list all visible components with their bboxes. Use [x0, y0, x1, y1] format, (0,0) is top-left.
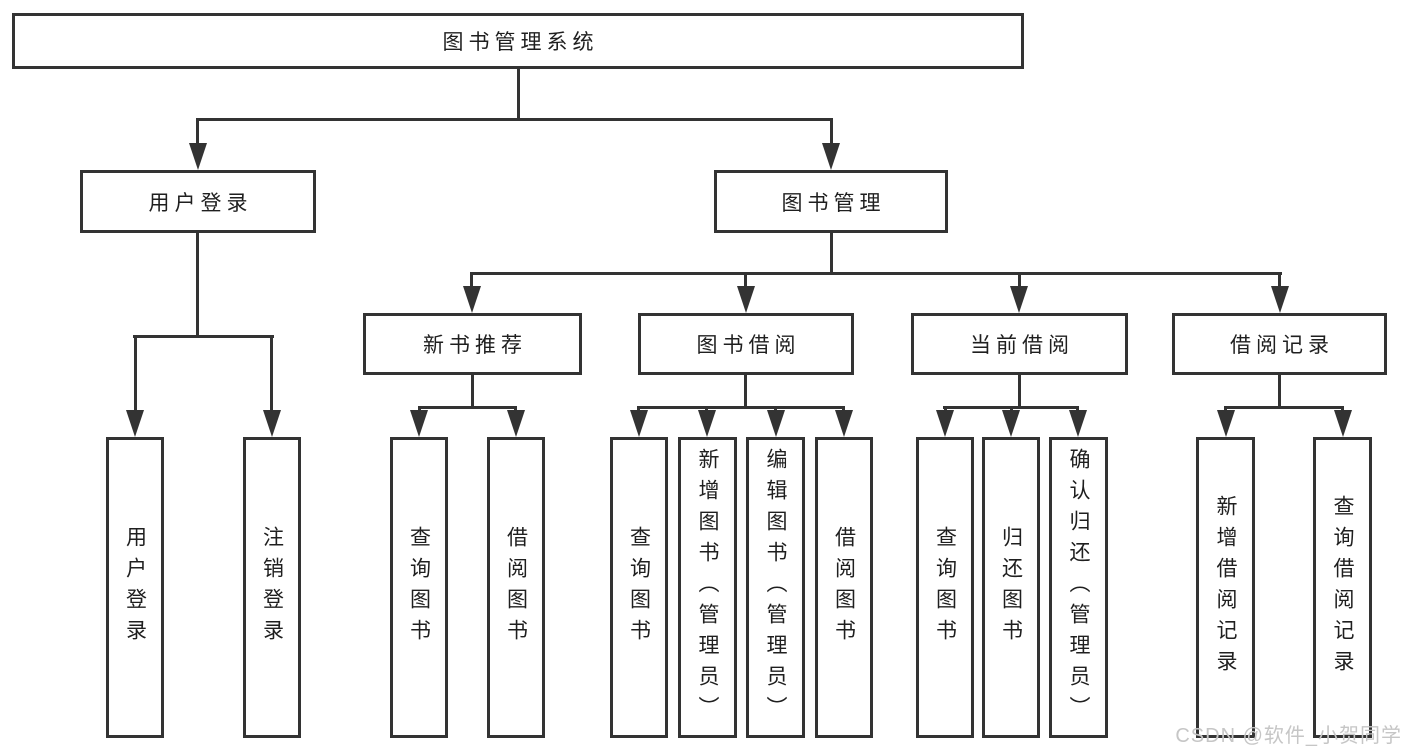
node-label: 注销登录	[260, 525, 284, 650]
leaf-add-borrow-record: 新增借阅记录	[1196, 437, 1255, 738]
connector-arrowhead-down	[1002, 410, 1020, 437]
watermark: CSDN @软件_小贺同学	[1175, 725, 1402, 747]
node-label: 图书管理系统	[442, 31, 599, 54]
node-label: 借阅记录	[1230, 334, 1334, 357]
leaf-add-book-admin: 新增图书（管理员）	[678, 437, 737, 738]
node-label: 查询图书	[933, 525, 957, 650]
connector-user-login-hline	[133, 335, 274, 338]
connector-borrowrecords-trunk	[1278, 375, 1281, 409]
connector-root-trunk	[517, 69, 520, 121]
node-label: 新书推荐	[423, 334, 527, 357]
node-label: 查询图书	[407, 525, 431, 650]
connector-arrowhead-down	[698, 410, 716, 437]
node-label: 借阅图书	[504, 525, 528, 650]
connector-level2-hline	[196, 118, 833, 121]
connector-currentborrow-trunk	[1018, 375, 1021, 409]
connector-bookborrow-trunk	[744, 375, 747, 409]
connector-arrowhead-down	[1217, 410, 1235, 437]
leaf-query-books-1: 查询图书	[390, 437, 448, 738]
node-label: 图书管理	[781, 191, 886, 215]
connector-shaft	[830, 120, 833, 146]
node-label: 图书借阅	[696, 334, 801, 357]
connector-arrowhead-down	[936, 410, 954, 437]
connector-shaft	[1278, 274, 1281, 289]
connector-arrowhead-down	[507, 410, 525, 437]
leaf-borrow-books-2: 借阅图书	[815, 437, 873, 738]
connector-arrowhead-down	[822, 143, 840, 170]
connector-bookborrow-hline	[637, 406, 845, 409]
connector-shaft	[196, 120, 199, 146]
leaf-query-books-3: 查询图书	[916, 437, 974, 738]
node-label: 当前借阅	[970, 334, 1074, 357]
leaf-logout: 注销登录	[243, 437, 301, 738]
leaf-borrow-books-1: 借阅图书	[487, 437, 545, 738]
node-label: 编辑图书（管理员）	[764, 448, 788, 727]
connector-arrowhead-down	[263, 410, 281, 437]
connector-shaft	[1018, 274, 1021, 289]
connector-user-login-trunk	[196, 233, 199, 338]
leaf-edit-book-admin: 编辑图书（管理员）	[746, 437, 805, 738]
leaf-query-borrow-record: 查询借阅记录	[1313, 437, 1372, 738]
node-borrow-records: 借阅记录	[1172, 313, 1387, 375]
node-label: 用户登录	[123, 525, 147, 650]
connector-currentborrow-hline	[943, 406, 1079, 409]
connector-newbook-hline	[418, 406, 517, 409]
connector-arrowhead-down	[463, 286, 481, 313]
connector-arrowhead-down	[189, 143, 207, 170]
connector-arrowhead-down	[126, 410, 144, 437]
connector-shaft	[270, 337, 273, 413]
leaf-query-books-2: 查询图书	[610, 437, 668, 738]
connector-newbook-trunk	[471, 375, 474, 409]
node-new-book-recommend: 新书推荐	[363, 313, 582, 375]
node-label: 新增图书（管理员）	[696, 448, 720, 727]
node-label: 查询借阅记录	[1331, 494, 1355, 681]
connector-arrowhead-down	[1271, 286, 1289, 313]
node-label: 借阅图书	[832, 525, 856, 650]
node-label: 查询图书	[627, 525, 651, 650]
node-current-borrow: 当前借阅	[911, 313, 1128, 375]
node-library-management-system: 图书管理系统	[12, 13, 1024, 69]
connector-shaft	[744, 274, 747, 289]
node-label: 确认归还（管理员）	[1067, 448, 1091, 727]
leaf-confirm-return-admin: 确认归还（管理员）	[1049, 437, 1108, 738]
node-label: 新增借阅记录	[1214, 494, 1238, 681]
connector-arrowhead-down	[410, 410, 428, 437]
leaf-user-login: 用户登录	[106, 437, 164, 738]
leaf-return-book: 归还图书	[982, 437, 1040, 738]
connector-arrowhead-down	[835, 410, 853, 437]
connector-level3-hline	[470, 272, 1282, 275]
connector-arrowhead-down	[1069, 410, 1087, 437]
connector-shaft	[134, 337, 137, 413]
node-user-login: 用户登录	[80, 170, 316, 233]
node-book-borrow: 图书借阅	[638, 313, 854, 375]
connector-book-mgmt-trunk	[830, 233, 833, 275]
connector-arrowhead-down	[1010, 286, 1028, 313]
node-book-management: 图书管理	[714, 170, 948, 233]
node-label: 归还图书	[999, 525, 1023, 650]
node-label: 用户登录	[148, 191, 253, 215]
connector-arrowhead-down	[1334, 410, 1352, 437]
connector-arrowhead-down	[737, 286, 755, 313]
connector-arrowhead-down	[767, 410, 785, 437]
connector-arrowhead-down	[630, 410, 648, 437]
connector-borrowrecords-hline	[1224, 406, 1344, 409]
connector-shaft	[470, 274, 473, 289]
